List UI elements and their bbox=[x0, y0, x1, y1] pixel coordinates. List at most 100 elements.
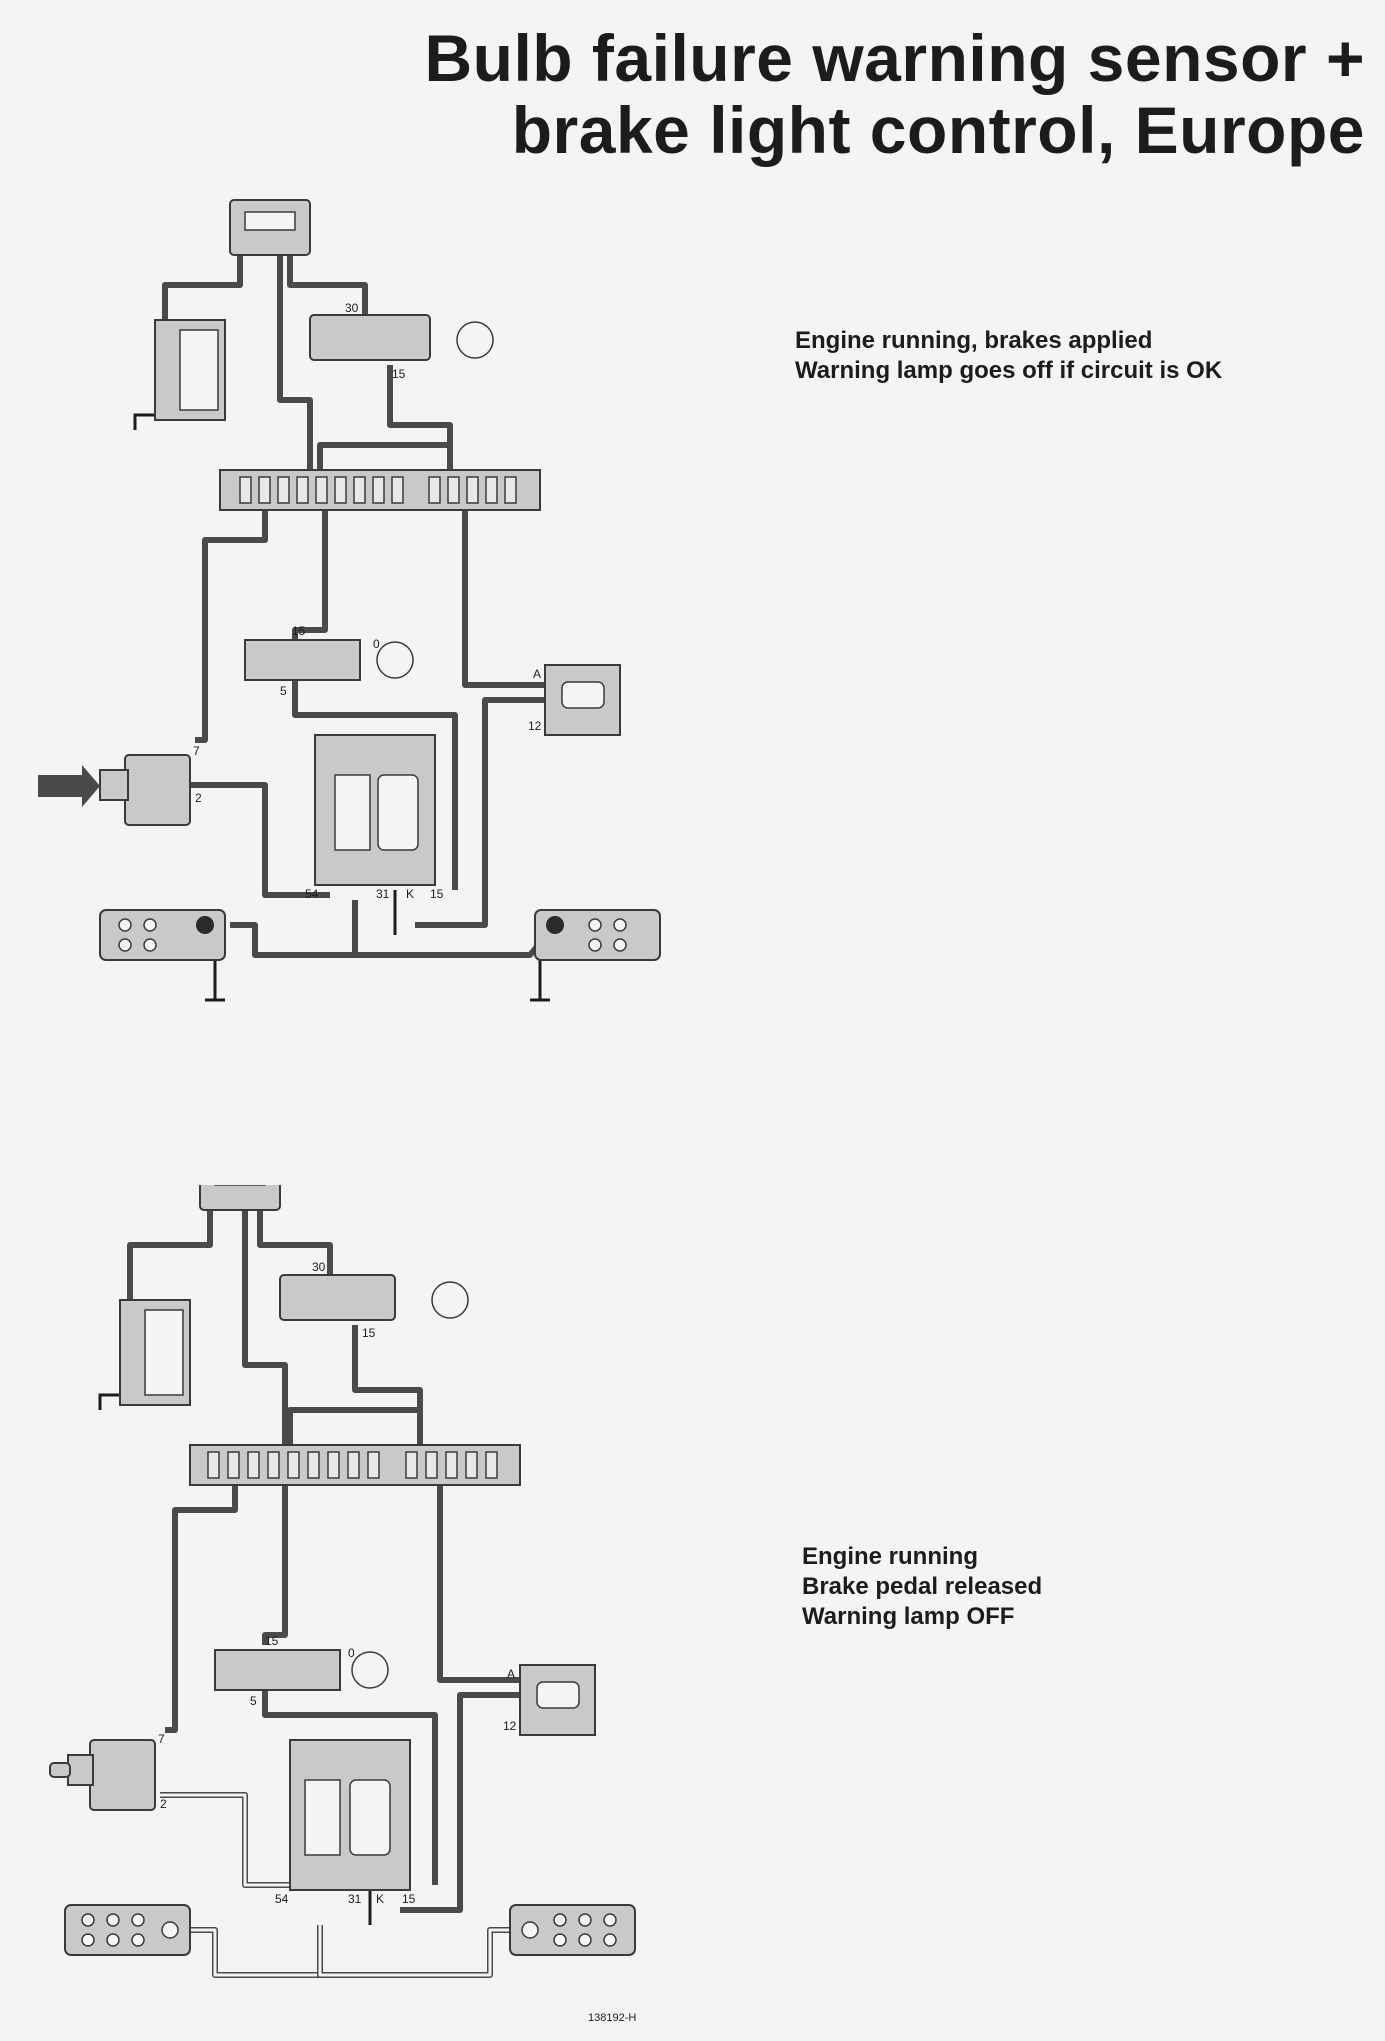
rear-light-left bbox=[64, 1904, 191, 1956]
wire bbox=[257, 1200, 333, 1275]
fuse-slot bbox=[207, 1451, 220, 1479]
light-switch: 15 5 0 bbox=[244, 624, 414, 698]
ground bbox=[205, 960, 225, 1002]
caption-bottom-line-1: Engine running bbox=[802, 1543, 978, 1570]
fuse-slot bbox=[258, 476, 271, 504]
wire bbox=[287, 1407, 420, 1445]
terminal-k: K bbox=[406, 887, 414, 901]
terminal-2: 2 bbox=[160, 1797, 167, 1811]
page-title: Bulb failure warning sensor + brake ligh… bbox=[424, 22, 1365, 166]
terminal-a: A bbox=[507, 1667, 515, 1681]
bulb-failure-sensor: 54 31 K 15 bbox=[275, 1739, 416, 1906]
terminal-31: 31 bbox=[348, 1892, 362, 1906]
fuse-slot bbox=[353, 476, 366, 504]
caption-bottom-line-3: Warning lamp OFF bbox=[802, 1603, 1015, 1630]
wire bbox=[287, 250, 368, 315]
rear-light-right bbox=[534, 909, 661, 961]
fuse-slot bbox=[504, 476, 517, 504]
wire-unpowered bbox=[175, 1925, 323, 1978]
terminal-15: 15 bbox=[292, 624, 306, 638]
ground bbox=[530, 960, 550, 1002]
wire-unpowered bbox=[318, 1925, 520, 1977]
caption-top: Engine running, brakes applied Warning l… bbox=[795, 326, 1222, 386]
wire bbox=[242, 1200, 288, 1445]
light-switch: 15 5 0 bbox=[214, 1634, 389, 1708]
rear-light-right bbox=[509, 1904, 636, 1956]
wire bbox=[230, 900, 358, 958]
wire bbox=[292, 660, 458, 890]
terminal-7: 7 bbox=[193, 744, 200, 758]
caption-top-line-1: Engine running, brakes applied bbox=[795, 327, 1153, 354]
junction-block bbox=[229, 199, 311, 256]
terminal-30: 30 bbox=[312, 1260, 326, 1274]
terminal-54: 54 bbox=[305, 887, 319, 901]
wiring-diagram-brake-released: 30 15 15 5 0 A 12 7 2 54 31 K 15 bbox=[49, 1185, 636, 1978]
fuse-slot bbox=[465, 1451, 478, 1479]
fuse-slot bbox=[296, 476, 309, 504]
wire bbox=[352, 1325, 423, 1445]
wire bbox=[400, 1692, 530, 1913]
caption-bottom: Engine running Brake pedal released Warn… bbox=[802, 1542, 1042, 1632]
fuse-slot bbox=[277, 476, 290, 504]
fuse-slot bbox=[425, 1451, 438, 1479]
lit-bulb-icon bbox=[196, 916, 214, 934]
fuse-strip bbox=[219, 469, 541, 511]
fuse-slot bbox=[428, 476, 441, 504]
wiring-diagram-brakes-applied: 30 15 15 5 0 A 12 7 2 54 31 K 15 bbox=[38, 199, 661, 1002]
terminal-30: 30 bbox=[345, 301, 359, 315]
wire bbox=[437, 1485, 530, 1683]
lit-bulb-icon bbox=[546, 916, 564, 934]
brake-light-switch: 7 2 bbox=[38, 744, 202, 826]
fuse-slot bbox=[485, 476, 498, 504]
wire bbox=[127, 1200, 213, 1305]
ignition-switch: 30 15 bbox=[309, 301, 494, 381]
warning-lamp: A 12 bbox=[528, 664, 621, 736]
terminal-5: 5 bbox=[250, 1694, 257, 1708]
title-line-1: Bulb failure warning sensor + bbox=[424, 21, 1365, 95]
terminal-12: 12 bbox=[528, 719, 542, 733]
figure-reference: 138192-H bbox=[588, 2012, 637, 2024]
wire bbox=[175, 782, 330, 898]
pedal-arrow-icon bbox=[38, 765, 100, 807]
junction-block bbox=[199, 1185, 281, 1211]
rear-light-left bbox=[99, 909, 226, 961]
terminal-0: 0 bbox=[348, 1646, 355, 1660]
terminal-5: 5 bbox=[280, 684, 287, 698]
wire bbox=[162, 250, 243, 325]
fuse-slot bbox=[247, 1451, 260, 1479]
terminal-7: 7 bbox=[158, 1732, 165, 1746]
fuse-slot bbox=[447, 476, 460, 504]
wire bbox=[262, 1690, 438, 1885]
battery bbox=[119, 1299, 191, 1406]
wire bbox=[165, 1485, 238, 1733]
wire bbox=[195, 510, 268, 743]
caption-bottom-line-2: Brake pedal released bbox=[802, 1573, 1043, 1600]
terminal-a: A bbox=[533, 667, 541, 681]
wire bbox=[277, 250, 313, 470]
terminal-k: K bbox=[376, 1892, 384, 1906]
terminal-15: 15 bbox=[362, 1326, 376, 1340]
battery bbox=[154, 319, 226, 421]
warning-lamp: A 12 bbox=[503, 1664, 596, 1736]
title-line-2: brake light control, Europe bbox=[511, 93, 1365, 167]
fuse-slot bbox=[391, 476, 404, 504]
fuse-slot bbox=[267, 1451, 280, 1479]
fuse-slot bbox=[287, 1451, 300, 1479]
fuse-slot bbox=[372, 476, 385, 504]
fuse-slot bbox=[445, 1451, 458, 1479]
fuse-slot bbox=[315, 476, 328, 504]
terminal-15: 15 bbox=[402, 1892, 416, 1906]
terminal-12: 12 bbox=[503, 1719, 517, 1733]
fuse-slot bbox=[466, 476, 479, 504]
caption-top-line-2: Warning lamp goes off if circuit is OK bbox=[795, 357, 1223, 384]
brake-light-switch: 7 2 bbox=[49, 1732, 167, 1811]
terminal-31: 31 bbox=[376, 887, 390, 901]
fuse-slot bbox=[327, 1451, 340, 1479]
fuse-slot bbox=[227, 1451, 240, 1479]
fuse-slot bbox=[405, 1451, 418, 1479]
terminal-15: 15 bbox=[392, 367, 406, 381]
fuse-slot bbox=[239, 476, 252, 504]
fuse-slot bbox=[367, 1451, 380, 1479]
fuse-slot bbox=[485, 1451, 498, 1479]
ignition-switch: 30 15 bbox=[279, 1260, 469, 1340]
